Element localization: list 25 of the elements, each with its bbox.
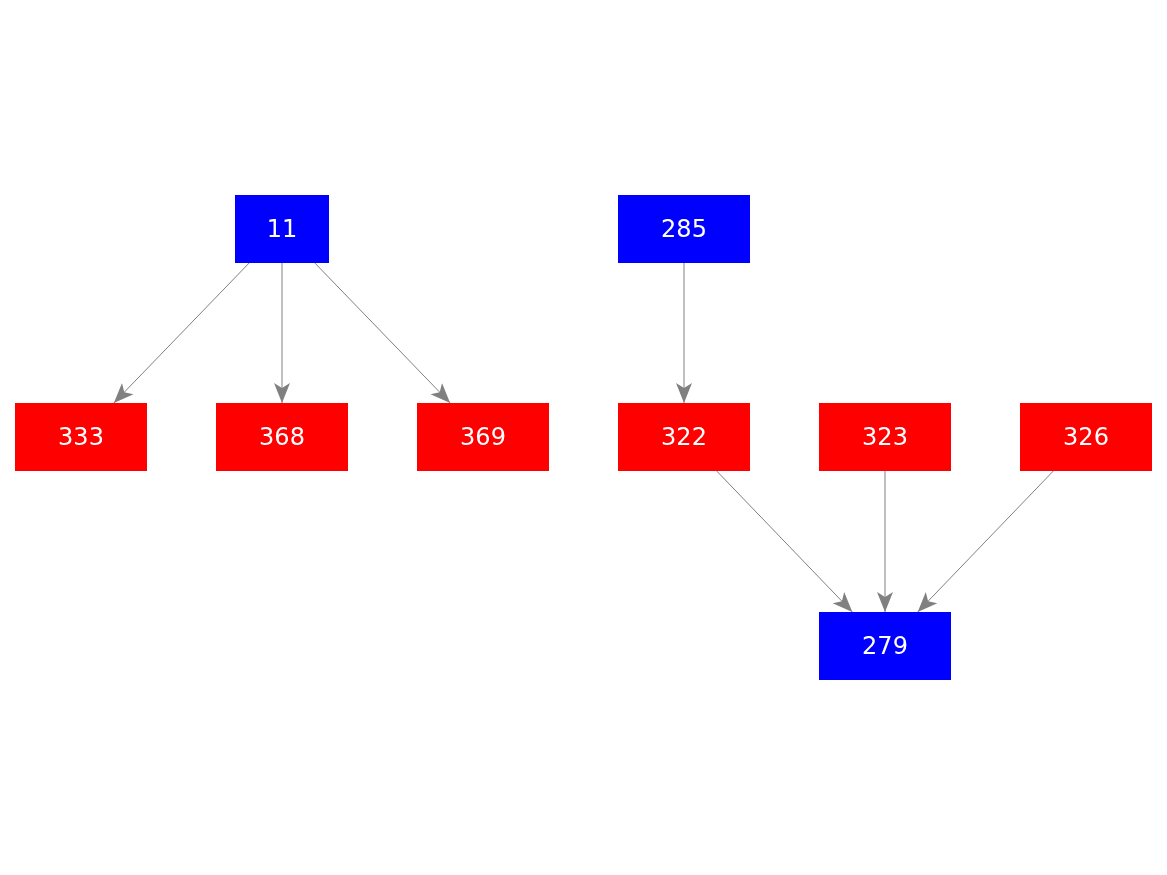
node-label: 279: [862, 632, 908, 660]
arrow: [877, 470, 893, 613]
arrow: [274, 262, 290, 404]
arrow: [716, 470, 853, 613]
graph-node: [819, 403, 951, 471]
node-label: 368: [259, 423, 305, 451]
node-label: 326: [1063, 423, 1109, 451]
arrow: [676, 262, 692, 404]
arrow: [314, 262, 451, 404]
graph-node: [15, 403, 147, 471]
graph-node: [1020, 403, 1152, 471]
graph-node: [216, 403, 348, 471]
graph-node: [819, 612, 951, 680]
node-label: 322: [661, 423, 707, 451]
node-label: 11: [266, 215, 298, 243]
node-label: 323: [862, 423, 908, 451]
node-label: 285: [661, 215, 707, 243]
node-label: 369: [460, 423, 506, 451]
arrow: [917, 470, 1054, 613]
graph-node: [618, 195, 750, 263]
graph-node: [235, 195, 329, 263]
graph-node: [618, 403, 750, 471]
node-label: 333: [58, 423, 104, 451]
graph-node: [417, 403, 549, 471]
arrow: [113, 262, 250, 404]
